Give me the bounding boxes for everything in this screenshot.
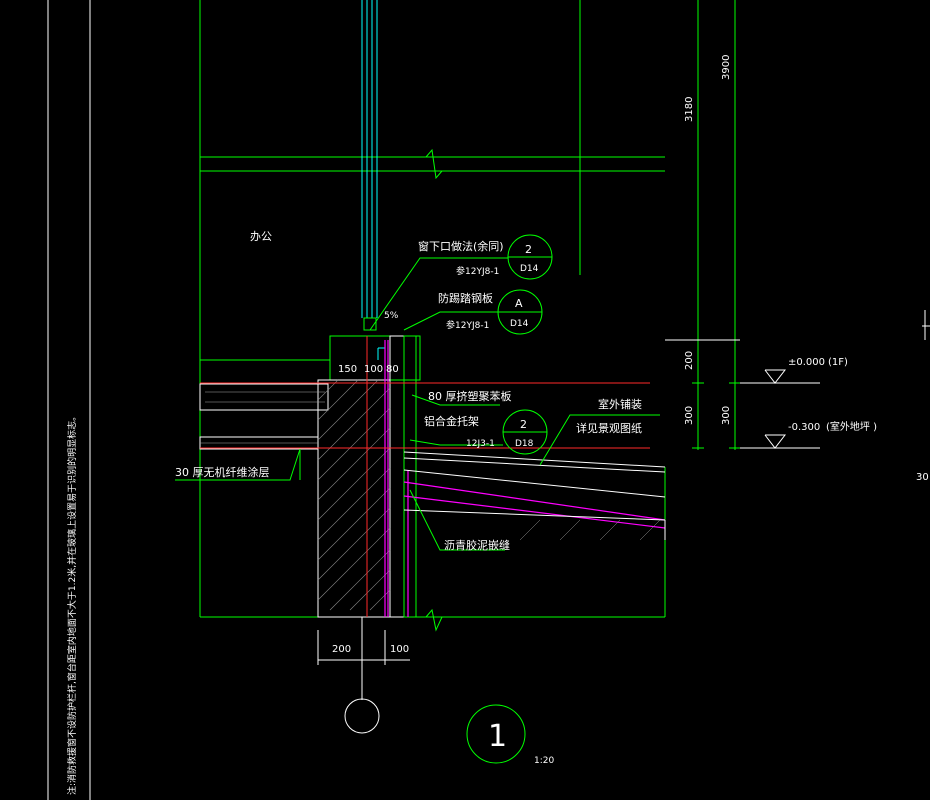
callout-1-ref: 参12YJ8-1: [456, 265, 499, 277]
callout-3-text: 80 厚挤塑聚苯板: [428, 389, 512, 403]
detail-scale: 1:20: [534, 756, 554, 766]
vdim-3180: 3180: [684, 97, 695, 122]
guide-lines: [200, 336, 650, 617]
section-outline: [199, 0, 666, 632]
left-note: 30 厚无机纤维涂层: [175, 465, 270, 479]
wall-dim-1: 150: [338, 364, 357, 375]
callout-4-ref: 12J3-1: [466, 439, 495, 449]
outdoor-label-1: 室外铺装: [598, 397, 642, 411]
slope-label: 5%: [384, 311, 399, 321]
callout-1-top: 2: [525, 243, 532, 256]
callout-2-ref: 参12YJ8-1: [446, 319, 489, 331]
callout-2-bottom: D14: [510, 319, 529, 329]
wall-dim-3: 80: [386, 364, 399, 375]
asphalt-label: 沥青胶泥嵌缝: [444, 538, 510, 552]
vdim-300b: 300: [721, 406, 732, 425]
callout-4-text: 铝合金托架: [424, 414, 479, 428]
vdim-3900: 3900: [721, 55, 732, 80]
elev-2-value: -0.300: [788, 422, 820, 433]
detail-circle: [466, 704, 526, 764]
wall-dim-2: 100: [364, 364, 383, 375]
callout-1-bottom: D14: [520, 264, 539, 274]
elev-1-note: (1F): [828, 357, 848, 368]
bottom-dims: [317, 617, 410, 734]
wall-structure: [199, 335, 421, 618]
bottom-dim-2: 100: [390, 644, 409, 655]
outdoor-ground: [403, 451, 666, 541]
detail-number: 1: [488, 719, 507, 754]
room-label: 办公: [250, 230, 272, 243]
vdim-200: 200: [684, 351, 695, 370]
callout-1-text: 窗下口做法(余同): [418, 239, 504, 253]
callout-2-text: 防踢踏钢板: [438, 291, 493, 305]
outdoor-label-2: 详见景观图纸: [576, 421, 642, 435]
window-frame: [361, 0, 385, 360]
concrete-hatch: [317, 379, 391, 611]
edge-mark-30: 30: [916, 472, 929, 483]
callout-4-top: 2: [520, 418, 527, 431]
membrane: [384, 340, 666, 617]
elev-2-note: (室外地坪 ): [826, 420, 877, 433]
leader-lines: [175, 257, 660, 551]
side-note: 注:消防救援窗不设防护栏杆,窗台距室内地面不大于1.2米,并在玻璃上设置易于识别…: [66, 412, 78, 795]
elevation-markers: [740, 369, 820, 449]
callout-circles: [497, 234, 553, 455]
callout-2-top: A: [515, 297, 523, 310]
vertical-dims: [665, 0, 741, 450]
slab-hatch: [200, 391, 325, 444]
bottom-dim-1: 200: [332, 644, 351, 655]
elev-1-value: ±0.000: [788, 357, 825, 368]
callout-4-bottom: D18: [515, 439, 534, 449]
vdim-300a: 300: [684, 406, 695, 425]
